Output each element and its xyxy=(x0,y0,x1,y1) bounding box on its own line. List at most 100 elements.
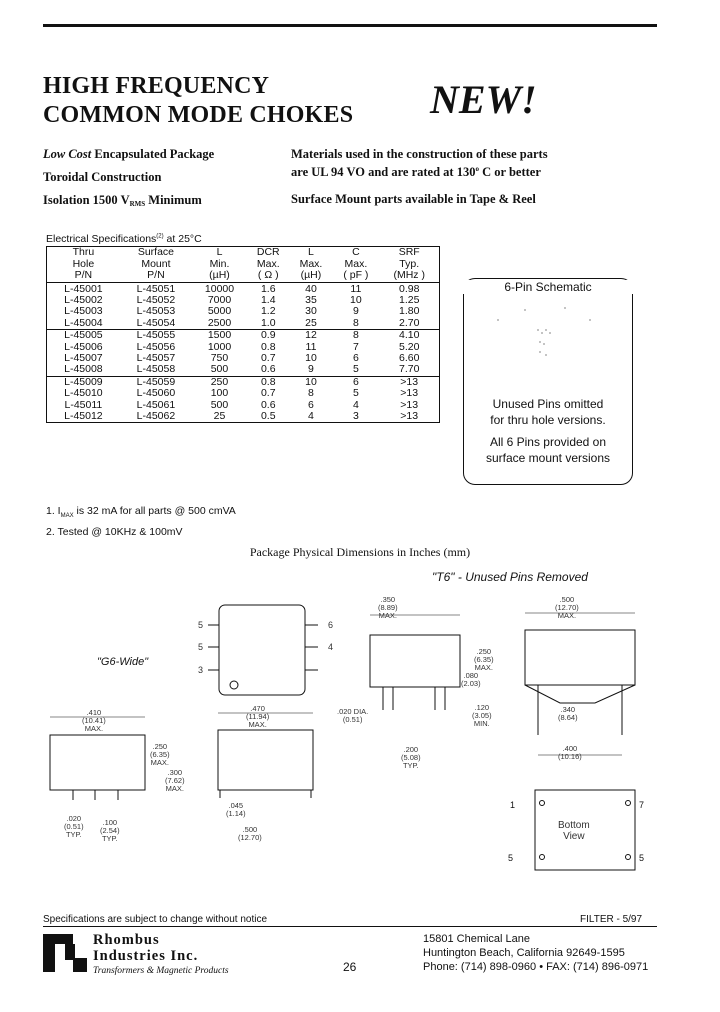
g6-front-body xyxy=(49,734,146,791)
table-cell: 1.4 xyxy=(260,293,276,306)
table-cell: 500 xyxy=(210,398,229,411)
pin-label-4: 4 xyxy=(328,642,334,652)
schematic-diagram xyxy=(497,307,591,356)
note-2: 2. Tested @ 10KHz & 100mV xyxy=(46,526,183,539)
table-cell: 0.5 xyxy=(260,409,276,422)
feature-low-cost: Low Cost Encapsulated Package xyxy=(43,147,215,161)
dim-250: .250(6.35)MAX. xyxy=(474,647,494,672)
table-cell: 4.10 xyxy=(398,329,420,342)
table-cell: 10000 xyxy=(204,282,235,295)
g6-wide-label: "G6-Wide" xyxy=(97,656,149,668)
page-title: HIGH FREQUENCY COMMON MODE CHOKES xyxy=(43,73,354,128)
note-1: 1. IMAX is 32 mA for all parts @ 500 cmV… xyxy=(46,505,236,520)
package-title: Package Physical Dimensions in Inches (m… xyxy=(249,545,471,559)
bottom-pin-5b: 5 xyxy=(639,853,645,863)
dim-350: .350(8.89)MAX. xyxy=(378,595,398,620)
table-cell: 5 xyxy=(352,387,359,400)
dim-250-g6: .250(6.35)MAX. xyxy=(150,742,170,767)
dim-120: .120(3.05)MIN. xyxy=(472,703,492,728)
table-cell: 2500 xyxy=(192,317,247,331)
table-cell: 30 xyxy=(305,305,317,318)
table-cell: 6 xyxy=(352,375,359,388)
table-cell: L-45059 xyxy=(136,375,176,388)
feature-materials: Materials used in the construction of th… xyxy=(291,147,548,180)
dim-020-dia: .020 DIA.(0.51) xyxy=(337,707,369,724)
t6-label: "T6" - Unused Pins Removed xyxy=(432,570,588,584)
feature-toroidal: Toroidal Construction xyxy=(43,170,162,184)
page-number: 26 xyxy=(343,960,357,974)
table-cell: 3 xyxy=(352,409,359,422)
table-cell: 8 xyxy=(352,329,359,342)
table-cell: 25 xyxy=(289,317,333,331)
table-cell: 1.25 xyxy=(398,293,420,306)
table-cell: 0.6 xyxy=(260,398,276,411)
side-view-body xyxy=(369,634,461,688)
table-cell: L-45006 xyxy=(64,340,103,353)
table-cell: L-45062 xyxy=(136,409,176,422)
top-view-body xyxy=(218,604,306,696)
dim-500-g6: .500(12.70) xyxy=(238,825,262,842)
table-cell: 750 xyxy=(210,351,229,364)
table-cell: 1.0 xyxy=(246,317,290,331)
bottom-view-body xyxy=(534,789,636,871)
dim-470: .470(11.94)MAX. xyxy=(246,704,270,729)
table-cell: 1.2 xyxy=(260,305,276,318)
package-drawings xyxy=(49,604,636,871)
table-cell: >13 xyxy=(400,409,419,422)
table-cell: 6.60 xyxy=(398,351,420,364)
dim-500: .500(12.70)MAX. xyxy=(555,595,579,620)
table-cell: L-45011 xyxy=(64,398,103,411)
table-cell: >13 xyxy=(400,375,419,388)
table-cell: 0.7 xyxy=(260,387,276,400)
table-cell: L-45009 xyxy=(64,375,103,388)
pin-label-3: 3 xyxy=(198,665,204,675)
table-cell: 4 xyxy=(308,409,314,422)
dim-020: .020(0.51)TYP. xyxy=(64,814,84,839)
schematic-box xyxy=(463,278,633,485)
table-cell: 5.20 xyxy=(398,340,420,353)
table-cell: 1500 xyxy=(207,329,232,342)
table-cell: 6 xyxy=(352,351,359,364)
table-cell: 8 xyxy=(332,317,380,331)
table-cell: L-45051 xyxy=(136,282,176,295)
table-cell: 1.80 xyxy=(398,305,420,318)
table-cell: 0.9 xyxy=(260,329,276,342)
schematic-dots xyxy=(497,307,591,356)
table-cell: 8 xyxy=(308,387,314,400)
table-cell: 0.98 xyxy=(398,282,420,295)
dim-080: .080(2.03) xyxy=(461,671,481,688)
table-cell: L-45061 xyxy=(136,398,176,411)
table-cell: L-45052 xyxy=(136,293,176,306)
table-cell: 0.7 xyxy=(260,351,276,364)
pin1-marker xyxy=(229,680,239,690)
pin-label-6: 6 xyxy=(328,620,334,630)
table-cell: 2.70 xyxy=(379,317,440,331)
bottom-pin-1: 1 xyxy=(510,800,516,810)
rhombus-logo-icon xyxy=(43,934,87,972)
table-cell: 25 xyxy=(213,409,226,422)
table-cell: 4 xyxy=(352,398,359,411)
table-cell: L-45054 xyxy=(119,317,193,331)
table-cell: 5000 xyxy=(207,305,232,318)
t6-body xyxy=(524,629,636,686)
table-cell: L-45056 xyxy=(136,340,176,353)
new-tag: NEW! xyxy=(430,77,537,122)
pin-label-5b: 5 xyxy=(198,642,204,652)
dim-300: .300(7.62)MAX. xyxy=(165,768,185,793)
table-cell: L-45060 xyxy=(136,387,176,400)
